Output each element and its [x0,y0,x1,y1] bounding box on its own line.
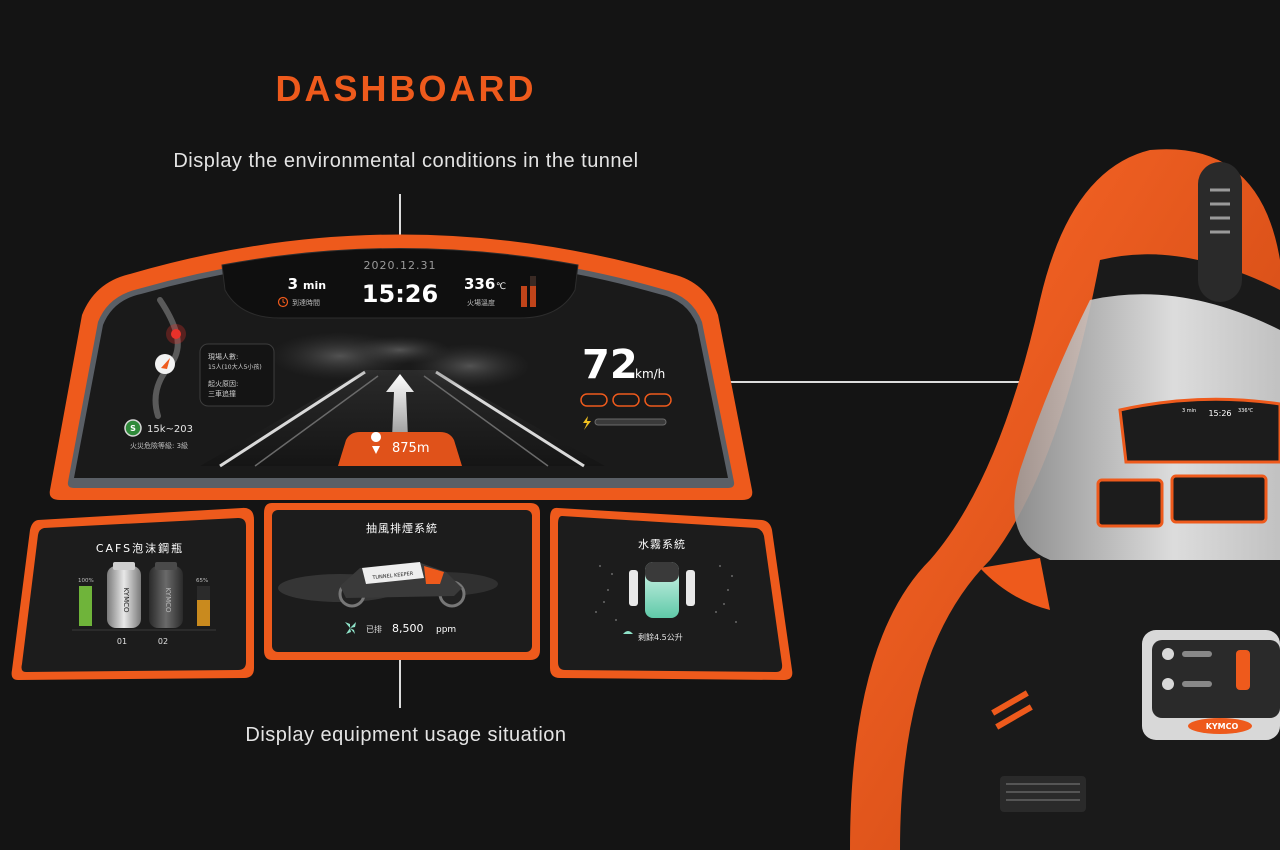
map-route [152,297,181,419]
clock-icon [277,296,289,308]
mist-title: 水霧系統 [638,537,686,551]
status-icon-2 [612,393,640,407]
callout-bottom: Display equipment usage situation [245,724,567,746]
battery-bar [594,418,667,426]
speed-unit: km/h [635,367,665,381]
cause-label: 起火原因: [208,380,238,388]
clock-time: 15:26 [362,280,438,308]
vehicle-render: 15:26 3 min 336℃ KYMCO [850,149,1280,850]
mist-particles [595,565,737,623]
bottle-01-brand: KYMCO [122,587,130,613]
pin-icon [371,432,382,454]
trapped-label: 現場人數: [208,352,238,361]
vehicle-label: TUNNEL KEEPER [371,571,414,581]
mist-remaining: 剩餘4.5公升 [638,632,683,642]
location-badge-text: S [130,424,136,433]
exhausted-value: 8,500 [392,622,424,635]
distance-tab [338,432,462,466]
fire-temp-value: 336 [464,275,495,293]
hazard-level: 火災危險等級: 3級 [130,441,188,450]
cafs-right-level: 65% [196,578,208,584]
distance-value: 875m [392,441,429,456]
mist-nozzle-left [629,570,638,606]
exhausted-label: 已排 [366,624,382,634]
cafs-title: CAFS泡沫鋼瓶 [96,541,184,555]
mini-eta: 3 min [1182,408,1196,414]
eta-value: 3 [288,275,298,293]
status-icon-3 [644,393,672,407]
mini-temp: 336℃ [1238,408,1254,414]
cause-value: 三車追撞 [208,389,236,398]
cafs-left-gauge-fill [79,586,92,626]
tunnel-keeper-vehicle [338,562,466,608]
callout-top: Display the environmental conditions in … [173,150,639,172]
bottle-02-brand: KYMCO [164,587,172,613]
eta-unit: min [303,279,326,292]
bottle-01-label: 01 [117,637,127,646]
incident-info-box [199,343,275,407]
callout-bottom-line [399,646,401,708]
callout-top-line [399,194,401,248]
mini-dashboard [1118,397,1280,464]
smoke-title: 抽風排煙系統 [366,521,438,535]
mist-nozzle-right [686,570,695,606]
trapped-value: 15人(10大人5小孩) [208,363,262,371]
location-badge [124,419,142,437]
lower-panels: CAFS泡沫鋼瓶 100% 65% KYMCO KYMCO 01 02 抽風排煙… [11,503,793,680]
status-icon-1 [580,393,608,407]
date: 2020.12.31 [364,259,437,272]
speed-value: 72 [582,342,638,388]
lightning-icon [583,416,591,430]
shower-icon [623,631,633,634]
fan-icon [345,622,356,634]
cafs-left-level: 100% [78,578,94,584]
top-info-bar [221,248,579,319]
location-text: 15k~203 [147,424,193,435]
page-title: DASHBOARD [275,68,537,109]
direction-arrow [386,374,414,438]
main-dashboard: 2020.12.31 15:26 3 min 到達時間 336 ℃ 火場溫度 現… [49,234,753,500]
exhausted-unit: ppm [436,625,456,635]
callout-right-line [724,381,1066,383]
bottle-02 [149,566,183,628]
temp-bar-2 [530,276,536,307]
fire-temp-label: 火場溫度 [467,298,495,307]
brand-text: KYMCO [1206,722,1239,731]
brand-badge [1188,718,1252,734]
fire-temp-unit: ℃ [496,282,506,292]
temp-bar-1 [521,286,527,307]
cafs-right-gauge-fill [197,600,210,626]
bottle-01 [107,566,141,628]
eta-label: 到達時間 [292,298,320,307]
bottle-02-label: 02 [158,637,168,646]
mini-time: 15:26 [1208,409,1231,418]
